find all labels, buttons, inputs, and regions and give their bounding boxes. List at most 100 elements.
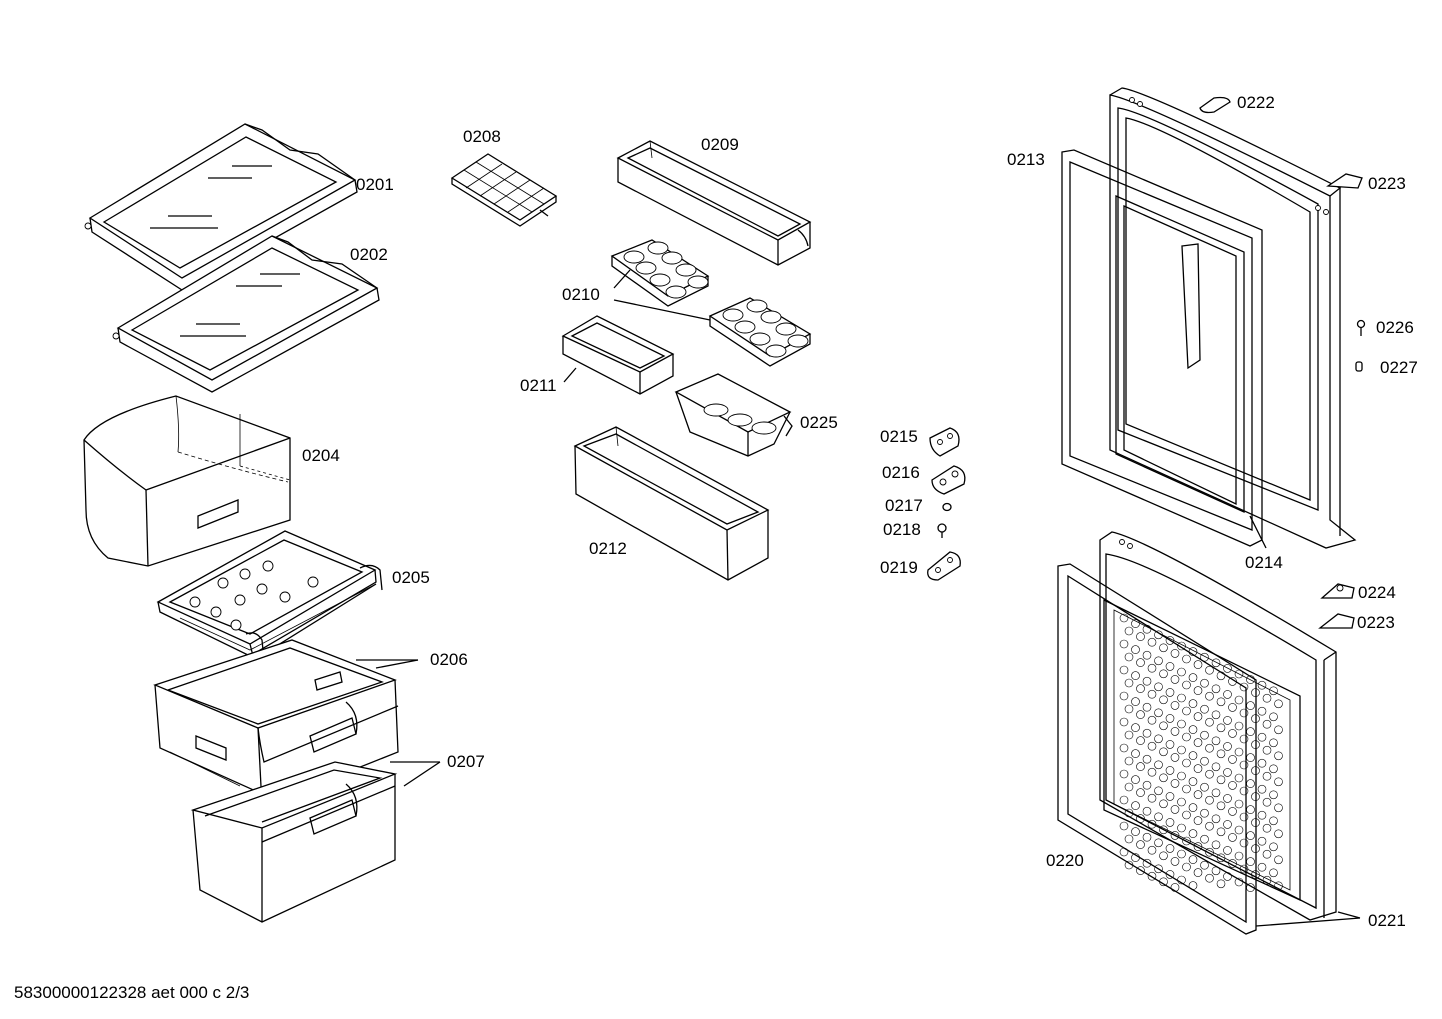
dimple — [1188, 803, 1198, 812]
dimple — [1119, 795, 1129, 805]
dimple — [1211, 736, 1221, 746]
dimple — [1193, 712, 1203, 721]
dimple — [1251, 870, 1260, 879]
part-label: 0215 — [880, 427, 918, 446]
dimple — [1165, 740, 1175, 749]
dimple — [1154, 682, 1163, 692]
dimple — [1239, 760, 1249, 770]
dimple — [1234, 773, 1244, 783]
dimple — [1182, 784, 1191, 794]
dimple — [1228, 677, 1237, 686]
dimple — [1142, 702, 1152, 712]
dimple — [1119, 821, 1129, 831]
dimple — [1246, 675, 1255, 684]
dimple — [1159, 747, 1168, 757]
dimple — [1142, 650, 1152, 660]
dimple — [1234, 695, 1244, 705]
dimple — [1136, 710, 1145, 719]
dimple — [1216, 879, 1226, 889]
dimple — [1154, 708, 1163, 718]
dimple — [1262, 849, 1272, 859]
upper-door-small-parts-drawing — [1199, 96, 1366, 372]
dimple — [1142, 858, 1152, 868]
part-label: 0206 — [430, 650, 468, 669]
dimple — [1228, 781, 1237, 790]
dimple — [1251, 688, 1260, 697]
dimple — [1142, 832, 1152, 842]
dimple — [1154, 630, 1163, 640]
dimple — [1147, 845, 1157, 855]
upper-door-drawing — [1061, 87, 1357, 549]
dimple — [1216, 723, 1226, 733]
dimple — [1200, 808, 1209, 818]
dimple — [1182, 680, 1191, 690]
part-label: 0225 — [800, 413, 838, 432]
dimple — [1188, 699, 1198, 708]
dimple — [1246, 831, 1255, 840]
dimple — [1165, 870, 1175, 879]
dimple — [1182, 836, 1191, 846]
dimple — [1154, 812, 1163, 822]
egg-tray-0210-a-drawing — [610, 239, 710, 307]
dimple — [1234, 747, 1244, 757]
dimple — [1188, 673, 1198, 682]
dimple — [1239, 838, 1249, 848]
door-bin-0212-drawing — [573, 426, 770, 581]
dimple — [1200, 704, 1209, 714]
dimple — [1274, 881, 1283, 891]
dimple — [1165, 792, 1175, 801]
dimple — [1170, 857, 1180, 866]
dimple — [1165, 714, 1175, 723]
dimple — [1223, 742, 1232, 751]
dimple — [1165, 662, 1175, 671]
dimple — [1193, 764, 1203, 773]
dimple — [1211, 762, 1221, 772]
egg-bin-0225-drawing — [674, 373, 793, 457]
dimple — [1142, 780, 1152, 790]
dimple — [1131, 619, 1140, 628]
dimple — [1193, 868, 1203, 877]
dimple — [1165, 818, 1175, 827]
dimple — [1188, 647, 1198, 656]
part-label: 0201 — [356, 175, 394, 194]
dimple — [1262, 797, 1272, 807]
dimple — [1274, 725, 1283, 735]
dimple — [1119, 847, 1129, 857]
part-label: 0204 — [302, 446, 340, 465]
dimple — [1154, 838, 1163, 848]
dimple — [1200, 756, 1209, 766]
dimple — [1131, 775, 1140, 784]
dimple — [1200, 782, 1209, 792]
dimple — [1177, 797, 1186, 807]
drawer-0207-drawing — [190, 761, 398, 923]
dimple — [1159, 799, 1168, 809]
dimple — [1147, 689, 1157, 699]
dimple — [1246, 779, 1255, 788]
dimple — [1154, 656, 1163, 666]
dimple — [1216, 697, 1226, 707]
dimple — [1119, 743, 1129, 753]
part-label: 0219 — [880, 558, 918, 577]
lower-door-small-parts-drawing — [1318, 583, 1355, 629]
dimple — [1142, 624, 1152, 634]
dimple — [1216, 827, 1226, 837]
dimple — [1205, 873, 1214, 883]
dimple — [1177, 745, 1186, 755]
dimple — [1147, 819, 1157, 829]
dimple — [1200, 678, 1209, 688]
dimple — [1131, 827, 1140, 836]
dimple — [1131, 723, 1140, 732]
dimple — [1257, 836, 1267, 846]
dimple — [1228, 833, 1237, 842]
dimple — [1170, 883, 1180, 892]
dimple — [1211, 658, 1221, 668]
dimple — [1269, 790, 1278, 800]
grille-0208-drawing — [450, 153, 558, 227]
dimple — [1131, 853, 1140, 862]
part-label: 0222 — [1237, 93, 1275, 112]
dimple — [1136, 736, 1145, 745]
dimple — [1182, 732, 1191, 742]
part-label: 0211 — [520, 376, 557, 395]
dimple — [1188, 855, 1198, 864]
